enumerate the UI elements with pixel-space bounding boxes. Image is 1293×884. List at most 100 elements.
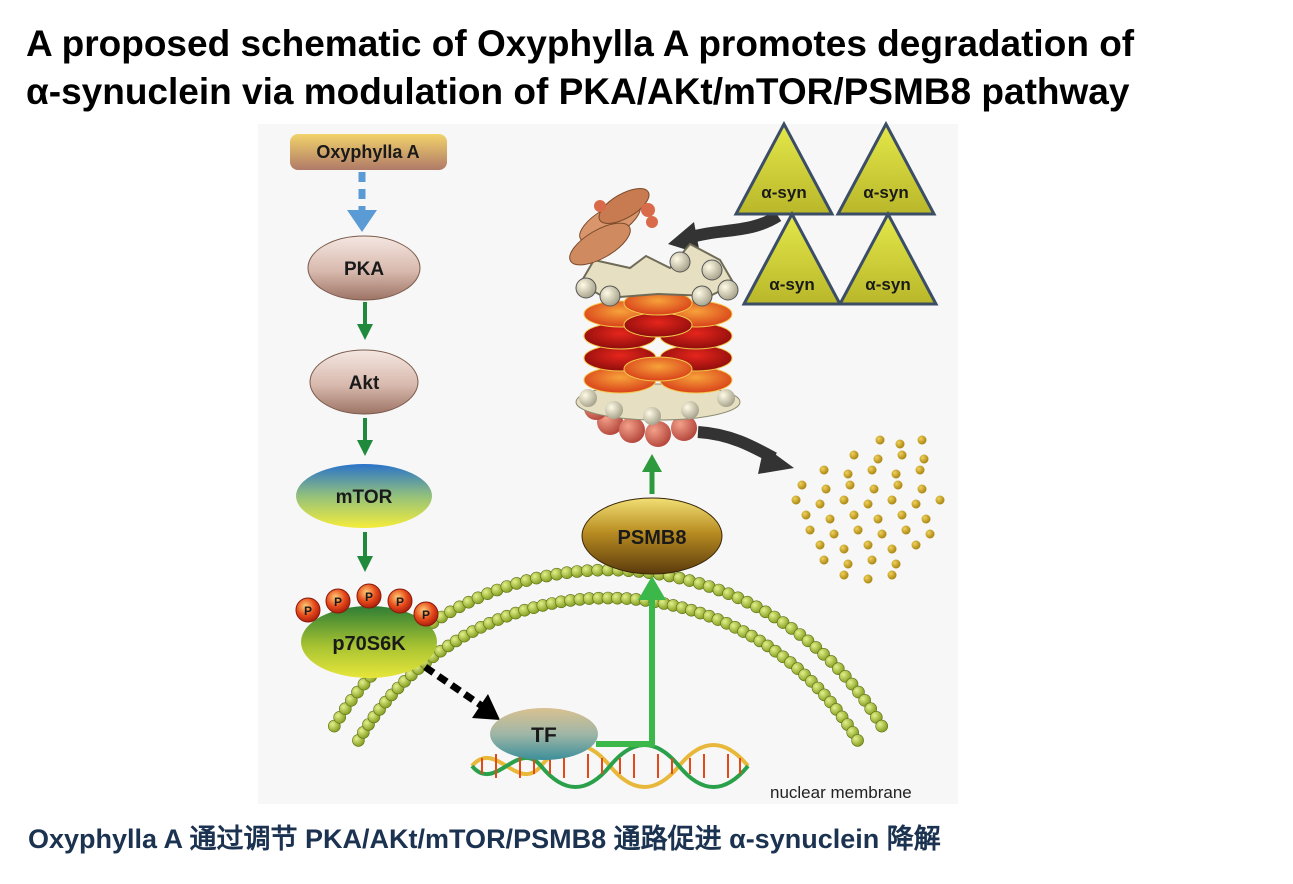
node-p70s6k: p70S6K [301,606,437,678]
peptide-dot [901,525,911,535]
peptide-dot [925,529,935,539]
phosphate-4: P [387,588,413,614]
title-line-1: A proposed schematic of Oxyphylla A prom… [26,23,1135,64]
phosphate-5: P [413,601,439,627]
svg-text:PKA: PKA [344,259,384,280]
svg-text:Oxyphylla A: Oxyphylla A [316,142,419,162]
nuclear-membrane-label: nuclear membrane [770,783,912,802]
svg-text:P: P [396,595,404,609]
node-akt: Akt [309,349,419,415]
peptide-dot [917,435,927,445]
node-mtor: mTOR [296,464,432,528]
peptide-dot [797,480,807,490]
phosphate-3: P [356,583,382,609]
peptide-dot [921,514,931,524]
peptide-dot [867,555,877,565]
peptide-dot [829,529,839,539]
unfolded-protein [569,188,658,266]
svg-text:P: P [334,595,342,609]
svg-text:TF: TF [531,724,557,747]
peptide-dot [801,510,811,520]
peptide-dot [935,495,945,505]
pathway-diagram: Oxyphylla A PKA Akt mTOR p70S6K P P P P [258,120,958,804]
peptide-dot [887,570,897,580]
peptide-dot [891,469,901,479]
peptide-dot [873,454,883,464]
peptide-dot [863,574,873,584]
svg-text:α-syn: α-syn [865,275,910,294]
peptide-dot [895,439,905,449]
peptide-dot [887,544,897,554]
peptide-dot [843,559,853,569]
peptide-dot [815,499,825,509]
svg-text:PSMB8: PSMB8 [618,527,687,549]
peptide-dot [863,499,873,509]
peptide-dot [915,465,925,475]
caption: Oxyphylla A 通过调节 PKA/AKt/mTOR/PSMB8 通路促进… [28,824,941,854]
peptide-dot [917,484,927,494]
proteasome-core [583,290,733,394]
svg-text:P: P [365,590,373,604]
node-oxyphylla-a: Oxyphylla A [290,134,447,170]
peptide-dot [805,525,815,535]
asyn-triangle-4: α-syn [837,210,939,306]
peptide-dot [819,555,829,565]
node-psmb8: PSMB8 [581,497,723,575]
peptide-dot [839,570,849,580]
peptide-dot [843,469,853,479]
peptide-dot [873,514,883,524]
peptide-dot [891,559,901,569]
nuclear-membrane [328,563,889,747]
asyn-triangle-1: α-syn [733,120,835,216]
peptide-dot [875,435,885,445]
node-pka: PKA [307,235,421,301]
peptide-dot [853,525,863,535]
peptide-dot [911,540,921,550]
proteasome-top-cap [575,242,739,307]
peptide-dot [911,499,921,509]
degraded-peptides [791,435,945,584]
svg-text:α-syn: α-syn [863,183,908,202]
phosphate-1: P [295,597,321,623]
phosphate-groups: P P P P P [295,583,439,627]
title-line-2: α-synuclein via modulation of PKA/AKt/mT… [26,71,1130,112]
peptide-dot [897,450,907,460]
page-title: A proposed schematic of Oxyphylla A prom… [26,20,1276,116]
peptide-dot [791,495,801,505]
peptide-dot [845,480,855,490]
arrow-oxyphylla-to-pka [347,172,377,232]
svg-text:α-syn: α-syn [761,183,806,202]
arrow-p70s6k-to-tf [410,655,500,720]
peptide-dot [877,529,887,539]
peptide-dot [893,480,903,490]
peptide-dot [849,510,859,520]
peptide-dot [867,465,877,475]
peptide-dot [839,495,849,505]
peptide-dot [897,510,907,520]
proteasome [569,188,741,447]
svg-text:α-syn: α-syn [769,275,814,294]
arrow-psmb8-to-proteasome [642,454,662,494]
svg-text:P: P [422,608,430,622]
asyn-triangle-3: α-syn [741,210,843,306]
peptide-dot [849,450,859,460]
arrow-proteasome-to-peptides [697,426,794,474]
peptide-dot [919,454,929,464]
svg-text:P: P [304,604,312,618]
svg-text:p70S6K: p70S6K [332,633,406,655]
peptide-dot [821,484,831,494]
peptide-dot [825,514,835,524]
peptide-dot [869,484,879,494]
peptide-dot [819,465,829,475]
peptide-dot [887,495,897,505]
svg-text:mTOR: mTOR [336,487,393,508]
peptide-dot [815,540,825,550]
dna-helix [470,743,750,789]
peptide-dot [863,540,873,550]
membrane-bead [851,734,864,747]
membrane-bead [875,719,889,733]
node-tf: TF [490,708,598,760]
arrow-tf-to-psmb8 [596,576,666,747]
peptide-dot [839,544,849,554]
phosphate-2: P [325,588,351,614]
